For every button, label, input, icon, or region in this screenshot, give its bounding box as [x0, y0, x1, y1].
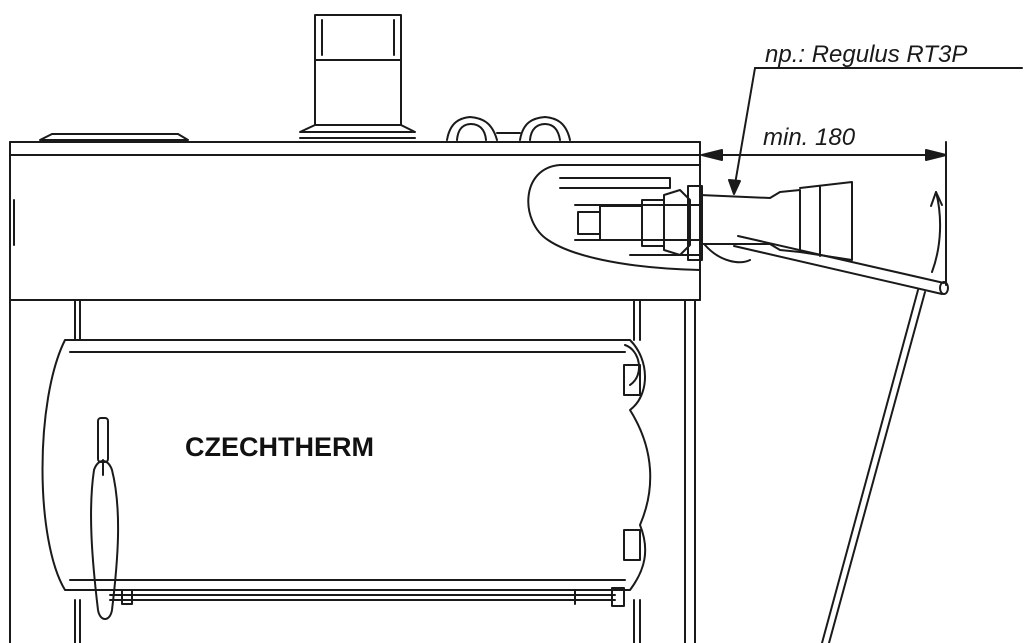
regulator-chain — [821, 289, 926, 643]
top-knobs — [446, 116, 571, 141]
regulator-label: np.: Regulus RT3P — [765, 41, 967, 68]
top-plate — [39, 133, 189, 141]
dimension-label: min. 180 — [763, 124, 856, 151]
regulator-housing — [527, 164, 853, 271]
boiler-lower-body — [9, 299, 696, 643]
handle-icon — [90, 417, 120, 620]
brand-label: CZECHTHERM — [185, 432, 374, 462]
regulator-lever — [733, 235, 949, 295]
boiler-upper-body — [9, 141, 701, 301]
curved-arrow-icon — [930, 191, 943, 273]
flue-outlet — [299, 14, 416, 139]
leader-line — [728, 67, 1023, 195]
boiler-door — [41, 339, 652, 607]
dimension-line — [701, 141, 947, 286]
